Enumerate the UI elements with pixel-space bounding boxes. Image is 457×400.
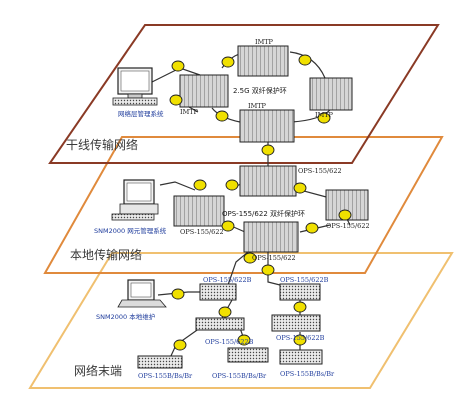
terminal-end-3-label: OPS-155B/Bs/Br — [280, 370, 335, 378]
terminal-node-d — [271, 314, 321, 332]
imtp-bottom-rack — [239, 109, 295, 143]
imtp-bottom-label: IMTP — [248, 102, 266, 110]
imtp-top-label: IMTP — [255, 38, 273, 46]
imtp-top-rack — [237, 45, 289, 77]
terminal-end-2-label: OPS-155B/Bs/Br — [212, 372, 267, 380]
terminal-node-a-label: OPS-155/622B — [203, 276, 252, 284]
imtp-left-rack — [179, 74, 229, 108]
local-mgmt-computer — [111, 179, 159, 221]
terminal-node-d-label: OPS-155/622B — [276, 334, 325, 342]
backbone-mgmt-computer — [112, 67, 158, 106]
terminal-node-b — [279, 283, 321, 301]
backbone-ring-label: 2.5G 双纤保护环 — [233, 87, 287, 95]
terminal-plane-title: 网络末端 — [74, 364, 123, 378]
terminal-end-1 — [137, 355, 183, 369]
imtp-right-rack — [309, 77, 353, 111]
terminal-maint-label: SNM2000 本地维护 — [96, 313, 156, 321]
terminal-end-1-label: OPS-155B/Bs/Br — [138, 372, 193, 380]
local-plane — [43, 136, 444, 274]
local-node-right-top-label: OPS-155/622 — [298, 167, 342, 175]
terminal-node-c-label: OPS-155/622B — [205, 338, 254, 346]
terminal-node-c — [195, 317, 245, 331]
terminal-maint-laptop — [117, 279, 167, 308]
terminal-node-b-label: OPS-155/622B — [280, 276, 329, 284]
local-ring-label: OPS-155/622 双纤保护环 — [222, 210, 306, 218]
local-mgmt-label: SNM2000 网元管理系统 — [94, 227, 167, 235]
terminal-end-3 — [279, 349, 323, 365]
backbone-plane-title: 干线传输网络 — [66, 138, 139, 152]
local-node-left-label: OPS-155/622 — [180, 228, 224, 236]
local-rack-bottom — [243, 221, 299, 253]
local-rack-left — [173, 195, 225, 227]
backbone-mgmt-label: 网络层管理系统 — [118, 110, 164, 118]
local-plane-title: 本地传输网络 — [70, 248, 143, 262]
backbone-plane — [48, 24, 440, 164]
terminal-end-2 — [227, 347, 269, 363]
imtp-right-label: IMTP — [315, 111, 333, 119]
local-rack-top — [239, 165, 297, 197]
fiber-couplers — [169, 54, 352, 351]
terminal-node-a — [199, 283, 237, 301]
imtp-left-label: IMTP — [180, 108, 198, 116]
local-node-bottom-label: OPS-155/622 — [252, 254, 296, 262]
local-node-right-label: OPS-155/622 — [326, 222, 370, 230]
terminal-plane — [28, 252, 454, 389]
